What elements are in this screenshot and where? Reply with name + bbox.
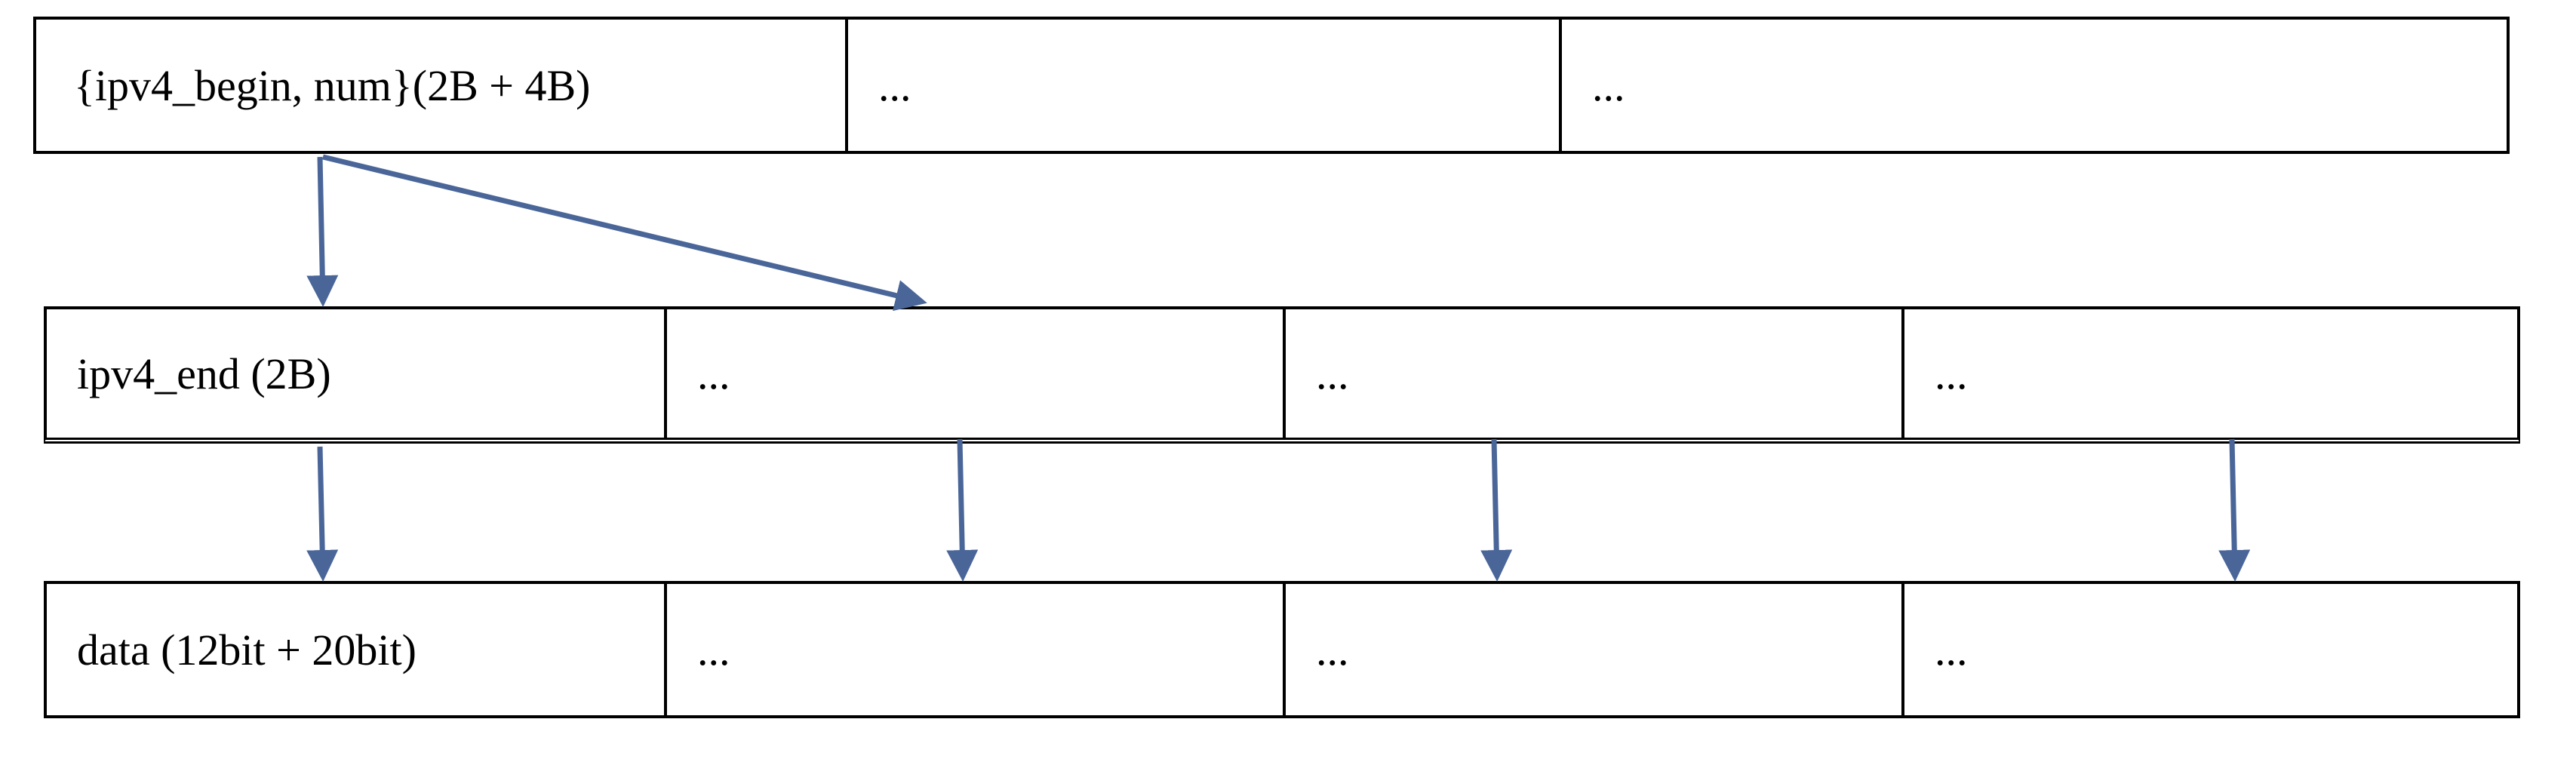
arrow-begin-to-next: [322, 154, 927, 312]
data-cell: data (12bit + 20bit): [47, 584, 667, 715]
arrow-col4-to-data: [2218, 438, 2251, 582]
ellipsis-cell: ...: [1286, 584, 1904, 715]
ellipsis-cell: ...: [667, 309, 1286, 438]
ellipsis-cell: ...: [1935, 625, 1968, 674]
ipv4-begin-cell: {ipv4_begin, num}(2B + 4B): [36, 20, 848, 151]
arrow-col3-to-data: [1480, 438, 1513, 582]
ipv4-end-cell: ipv4_end (2B): [47, 309, 667, 438]
ipv4-begin-row: {ipv4_begin, num}(2B + 4B) ... ...: [33, 17, 2510, 154]
ipv4-end-row: ipv4_end (2B) ... ... ...: [44, 306, 2520, 444]
arrow-begin-to-end: [306, 156, 339, 307]
data-row: data (12bit + 20bit) ... ... ...: [44, 581, 2520, 718]
arrow-col2-to-data: [946, 438, 979, 582]
ellipsis-cell: ...: [1286, 309, 1904, 438]
ellipsis-cell: ...: [1592, 60, 1625, 110]
ellipsis-cell: ...: [848, 20, 1562, 151]
ellipsis-cell: ...: [667, 584, 1286, 715]
ellipsis-cell: ...: [1935, 349, 1968, 398]
arrow-end-to-data: [306, 446, 339, 582]
